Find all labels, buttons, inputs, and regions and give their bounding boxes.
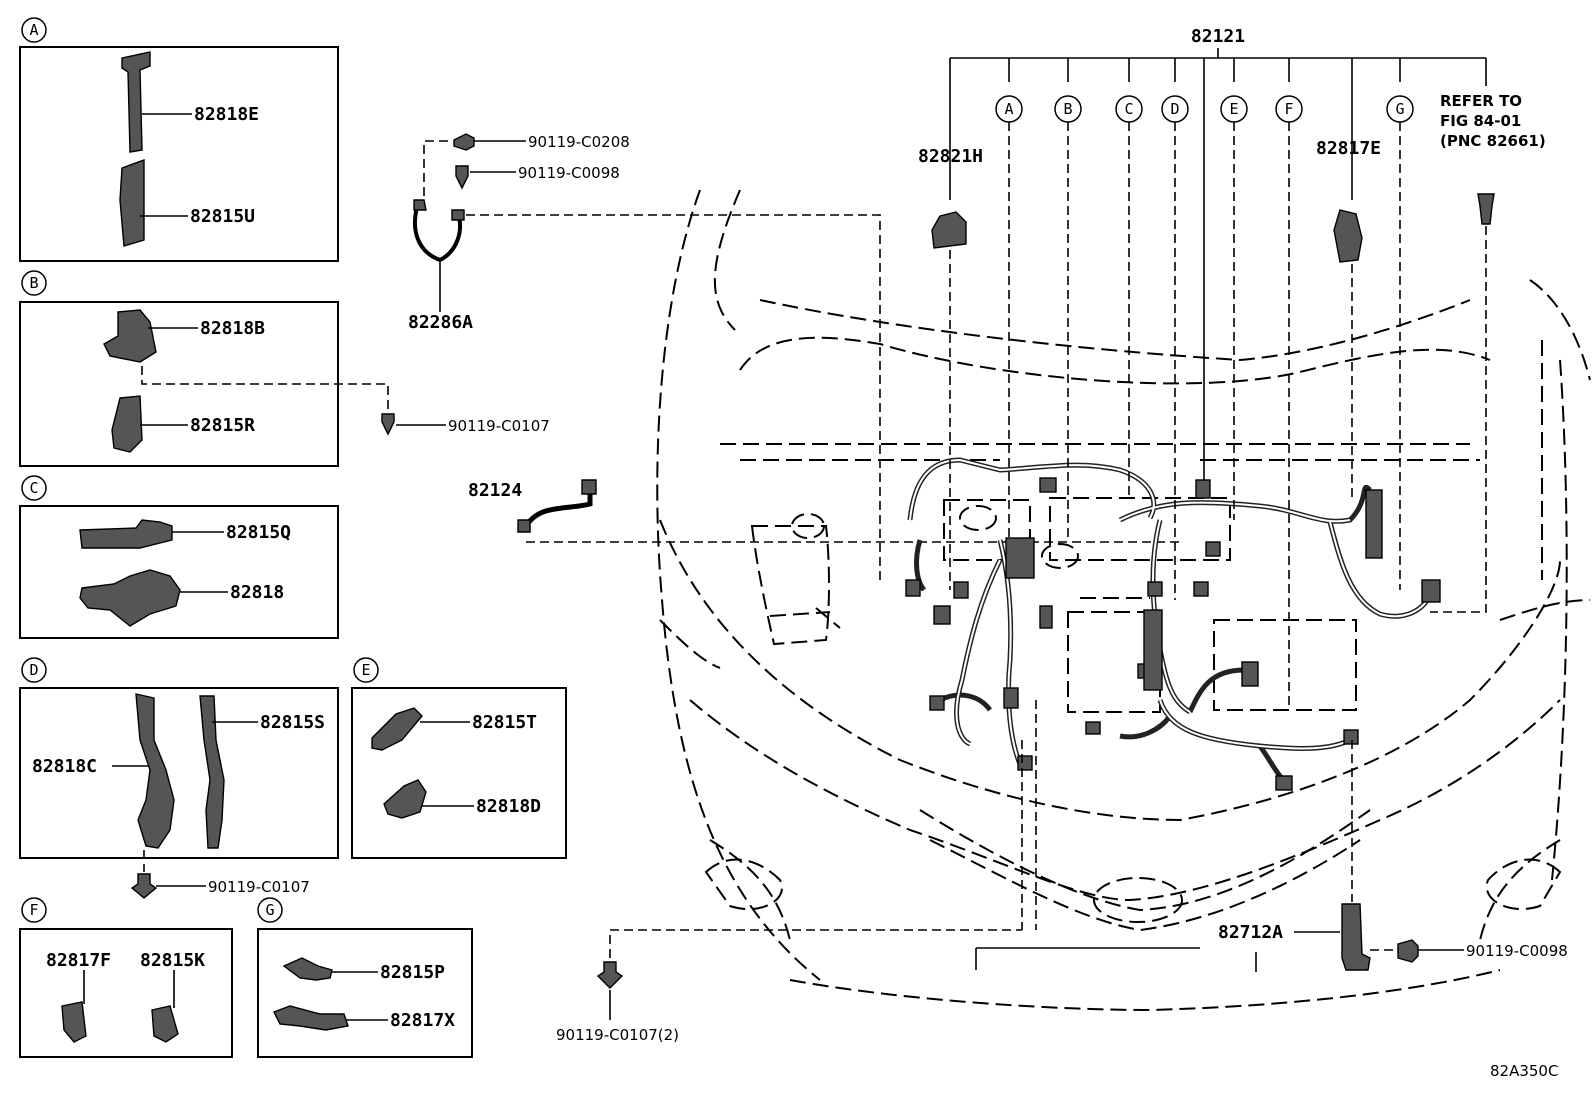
- bolt-bottom-group: 90119-C0107(2): [556, 929, 1022, 1044]
- part-82815s-shape: [199, 695, 225, 849]
- part-label-82286a: 82286A: [408, 312, 473, 333]
- part-label-82817x: 82817X: [390, 1010, 455, 1031]
- part-82815r-shape: [111, 395, 143, 453]
- part-82818b-shape: [103, 309, 157, 363]
- label-bolt-90119-c0107-2: 90119-C0107(2): [556, 1026, 679, 1044]
- inset-e-box: [351, 687, 567, 859]
- inset-d-box: [19, 687, 339, 859]
- part-82818c-shape: [135, 693, 175, 849]
- clip-82661-shape: [1477, 193, 1495, 225]
- part-82818d-shape: [383, 779, 427, 819]
- part-label-82817f: 82817F: [46, 950, 111, 971]
- part-82817x-shape: [273, 1005, 349, 1031]
- part-82817f-shape: [61, 1001, 87, 1043]
- part-82815q-shape: [79, 519, 173, 549]
- inset-f-letter: F: [29, 901, 38, 919]
- part-82818e-shape: [121, 51, 151, 153]
- callout-b: B: [1063, 100, 1072, 118]
- part-label-82815p: 82815P: [380, 962, 445, 983]
- wire-harness-82121: [905, 457, 1441, 791]
- bolt-icon-c0098-right: [1397, 939, 1419, 963]
- inset-g-box: [257, 928, 473, 1058]
- inset-d: D 82815S 82818C 90119-C0107: [19, 657, 339, 899]
- part-82821h-shape: [931, 211, 967, 249]
- part-82815t-shape: [371, 707, 423, 751]
- diagram-code: 82A350C: [1490, 1062, 1558, 1080]
- inset-a: A 82818E 82815U: [19, 17, 339, 262]
- label-bolt-90119-c0098-top: 90119-C0098: [518, 164, 620, 182]
- part-82818-shape: [79, 569, 181, 627]
- bolt-icon-c0098-top: [455, 165, 469, 190]
- part-82815u-shape: [119, 159, 145, 247]
- bolt-icon-c0107-2: [596, 961, 624, 989]
- inset-c-box: [19, 505, 339, 639]
- inset-g: G 82815P 82817X: [257, 897, 473, 1058]
- inset-d-circle: [21, 657, 47, 683]
- part-label-82818e: 82818E: [194, 104, 259, 125]
- inset-f-box: [19, 928, 233, 1058]
- callout-e: E: [1229, 100, 1238, 118]
- part-label-82815s: 82815S: [260, 712, 325, 733]
- part-label-82124: 82124: [468, 480, 522, 501]
- label-bolt-90119-c0107-d: 90119-C0107: [208, 878, 310, 896]
- part-label-82815r: 82815R: [190, 415, 255, 436]
- inset-d-letter: D: [29, 661, 38, 679]
- vehicle-outline: [656, 189, 1591, 1012]
- refer-note-line2: FIG 84-01: [1440, 112, 1521, 130]
- part-label-82712a: 82712A: [1218, 922, 1283, 943]
- inset-a-letter: A: [29, 21, 38, 39]
- part-82815p-shape: [282, 957, 333, 981]
- callout-a: A: [1004, 100, 1013, 118]
- part-label-82121: 82121: [1191, 26, 1245, 47]
- inset-c-letter: C: [29, 479, 38, 497]
- callout-c: C: [1124, 100, 1133, 118]
- inset-e-letter: E: [361, 661, 370, 679]
- inset-a-circle: [21, 17, 47, 43]
- part-label-82815u: 82815U: [190, 206, 255, 227]
- callout-f: F: [1284, 100, 1293, 118]
- cable-82124-group: 82124: [468, 479, 1180, 543]
- refer-note-line1: REFER TO: [1440, 92, 1522, 110]
- part-label-82815t: 82815T: [472, 712, 537, 733]
- callout-82121-group: 82121 A B C D E F G 82821H: [918, 26, 1546, 930]
- bolt-icon-d: [130, 873, 158, 899]
- refer-note-line3: (PNC 82661): [1440, 132, 1546, 150]
- label-bolt-90119-c0208: 90119-C0208: [528, 133, 630, 151]
- cable-82124-shape: [523, 488, 593, 528]
- inset-b-circle: [21, 270, 47, 296]
- label-bolt-90119-c0107-b: 90119-C0107: [448, 417, 550, 435]
- inset-g-circle: [257, 897, 283, 923]
- part-label-82815k: 82815K: [140, 950, 205, 971]
- part-label-82818: 82818: [230, 582, 284, 603]
- inset-c-circle: [21, 475, 47, 501]
- inset-f: F 82817F 82815K: [19, 897, 233, 1058]
- part-label-82817e: 82817E: [1316, 138, 1381, 159]
- label-bolt-90119-c0098-right: 90119-C0098: [1466, 942, 1568, 960]
- inset-e: E 82815T 82818D: [351, 657, 567, 859]
- bolt-icon-c0208: [453, 133, 475, 151]
- part-label-82818b: 82818B: [200, 318, 265, 339]
- part-label-82815q: 82815Q: [226, 522, 291, 543]
- inset-b-letter: B: [29, 274, 38, 292]
- part-82815k-shape: [151, 1005, 179, 1043]
- inset-b-box: [19, 301, 339, 467]
- callout-d: D: [1170, 100, 1179, 118]
- inset-f-circle: [21, 897, 47, 923]
- inset-c: C 82815Q 82818: [19, 475, 339, 639]
- inset-a-box: [19, 46, 339, 262]
- part-82712a-shape: [1341, 903, 1371, 971]
- part-label-82821h: 82821H: [918, 146, 983, 167]
- part-82817e-shape: [1333, 209, 1363, 263]
- bolt-icon-b: [381, 413, 395, 436]
- part-label-82818d: 82818D: [476, 796, 541, 817]
- cable-82286a-group: 90119-C0208 90119-C0098 82286A: [408, 133, 881, 580]
- inset-b: B 82818B 82815R 90119-C0107: [19, 270, 550, 467]
- inset-g-letter: G: [265, 901, 274, 919]
- cable-82286a-shape: [413, 203, 462, 263]
- part-label-82818c: 82818C: [32, 756, 97, 777]
- bracket-82712a-group: 82712A 90119-C0098: [975, 903, 1568, 972]
- inset-e-circle: [353, 657, 379, 683]
- callout-g: G: [1395, 100, 1404, 118]
